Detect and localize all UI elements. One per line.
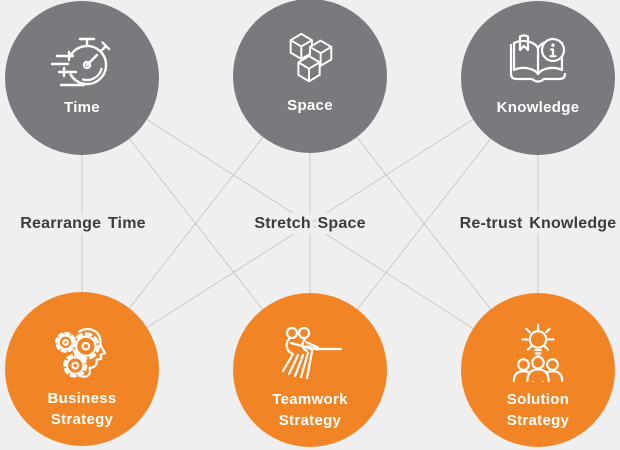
tug-of-war-icon (233, 323, 387, 383)
relationship-label-stretch-space: Stretch Space (253, 213, 367, 234)
node-teamwork-strategy: Teamwork Strategy (233, 293, 387, 447)
open-book-info-icon (461, 31, 615, 91)
node-label: Solution Strategy (506, 391, 570, 429)
relationship-label-rearrange-time: Rearrange Time (19, 213, 147, 234)
cubes-icon (233, 29, 387, 89)
node-knowledge: Knowledge (461, 1, 615, 155)
relationship-label-re-trust-knowledge: Re-trust Knowledge (458, 213, 618, 234)
node-label: Time (64, 99, 100, 116)
node-business-strategy: Business Strategy (5, 292, 159, 446)
lightbulb-team-icon (461, 323, 615, 383)
node-space: Space (233, 0, 387, 153)
head-gears-icon (5, 322, 159, 382)
node-solution-strategy: Solution Strategy (461, 293, 615, 447)
stopwatch-icon (5, 31, 159, 91)
node-label: Teamwork Strategy (272, 391, 348, 429)
node-label: Business Strategy (47, 390, 117, 428)
node-time: Time (5, 1, 159, 155)
node-label: Space (287, 97, 333, 114)
node-label: Knowledge (496, 99, 580, 116)
